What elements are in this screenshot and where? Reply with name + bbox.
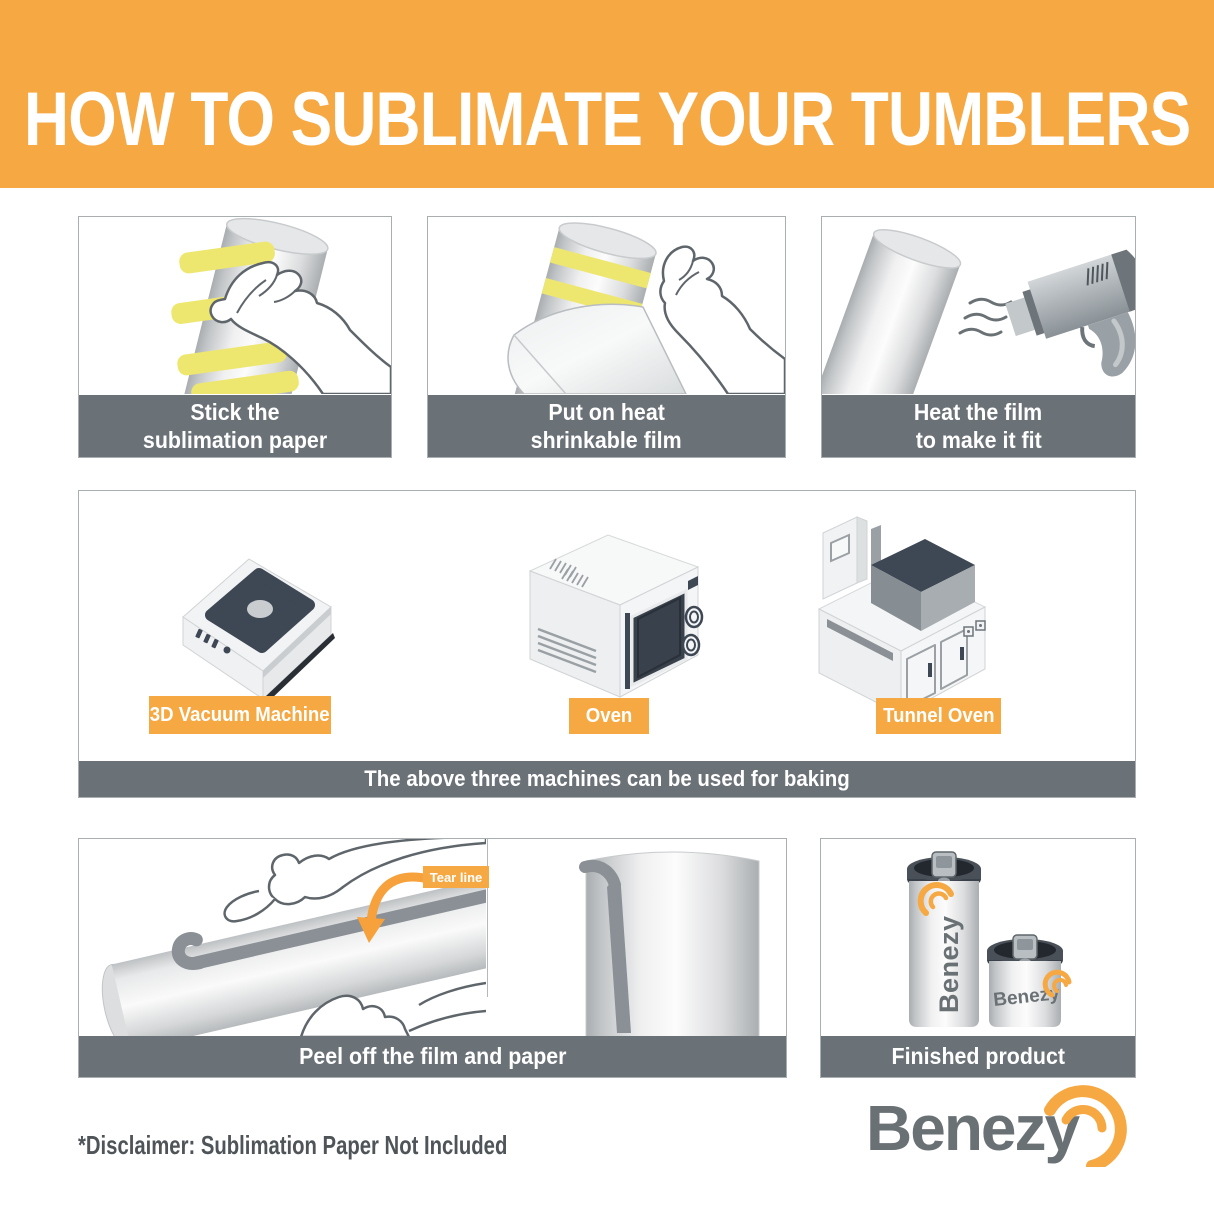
tumbler-cylinder xyxy=(822,229,962,394)
header-banner: HOW TO SUBLIMATE YOUR TUMBLERS xyxy=(0,0,1214,188)
shrink-film-sheet xyxy=(507,303,687,394)
vacuum-machine-illustration xyxy=(182,558,335,697)
peel-panel: Tear line Peel off the film and paper xyxy=(78,838,787,1078)
tall-tumbler-brand-text: Benezy xyxy=(934,915,964,1013)
tunnel-oven-control-pads xyxy=(963,620,986,637)
finished-product-panel: Benezy Benezy xyxy=(820,838,1136,1078)
finished-caption-text: Finished product xyxy=(891,1043,1065,1069)
step-card-shrink-film: Put on heat shrinkable film xyxy=(427,216,786,458)
machines-caption: The above three machines can be used for… xyxy=(79,761,1135,797)
tumbler-with-shrink-film-illustration xyxy=(500,222,785,394)
heat-gun xyxy=(1005,249,1135,377)
heat-waves-icon xyxy=(958,297,1013,337)
tall-tumbler: Benezy xyxy=(907,851,981,1027)
tear-line-arrow xyxy=(357,872,434,943)
tear-line-label-text: Tear line xyxy=(429,869,483,885)
tear-line-strip xyxy=(607,879,631,1033)
tunnel-oven-doors xyxy=(906,628,968,708)
machine-label-vacuum-text: 3D Vacuum Machine xyxy=(150,703,330,726)
top-hand-line-art xyxy=(223,839,486,923)
step2-caption-line2: shrinkable film xyxy=(531,427,682,453)
tear-strip-curl xyxy=(171,932,207,970)
finished-caption: Finished product xyxy=(821,1036,1135,1077)
machine-label-tunnel-oven: Tunnel Oven xyxy=(876,698,1001,734)
peel-caption-text: Peel off the film and paper xyxy=(298,1043,567,1069)
short-tumbler: Benezy xyxy=(987,934,1072,1027)
hand-line-art xyxy=(209,261,391,394)
tear-strip-hook xyxy=(579,860,621,891)
brand-swirl-icon xyxy=(917,882,954,916)
step1-caption-line1: Stick the xyxy=(190,399,280,425)
step1-illustration xyxy=(79,217,391,395)
peel-illustrations: Tear line xyxy=(79,839,786,1036)
oven-vents-side xyxy=(537,627,597,674)
tunnel-oven-cube xyxy=(871,539,975,631)
logo-inner-arc-icon xyxy=(1061,1104,1107,1133)
oven-vents-top xyxy=(549,558,589,588)
oven-illustration xyxy=(528,534,704,698)
peel-film-illustration xyxy=(101,839,486,1036)
finished-product-illustration: Benezy Benezy xyxy=(821,839,1135,1036)
machines-illustrations: 3D Vacuum Machine Oven Tunnel Oven xyxy=(79,491,1135,761)
tunnel-oven-illustration xyxy=(817,516,987,716)
step3-illustration xyxy=(822,217,1135,395)
brand-swirl-icon xyxy=(1042,969,1072,998)
peel-caption: Peel off the film and paper xyxy=(79,1036,786,1077)
step-card-stick-paper: Stick the sublimation paper xyxy=(78,216,392,458)
step2-illustration xyxy=(428,217,785,395)
machine-label-oven: Oven xyxy=(569,698,649,734)
bottom-hand-line-art xyxy=(300,981,486,1036)
page-title: HOW TO SUBLIMATE YOUR TUMBLERS xyxy=(23,77,1191,162)
hand-line-art xyxy=(659,245,785,394)
step2-caption: Put on heat shrinkable film xyxy=(428,395,785,457)
step2-caption-line1: Put on heat xyxy=(548,399,665,425)
machine-label-oven-text: Oven xyxy=(585,704,633,727)
peeled-tumbler-illustration xyxy=(579,851,760,1036)
logo-outer-arc-icon xyxy=(1044,1085,1127,1167)
machine-label-tunnel-oven-text: Tunnel Oven xyxy=(882,704,995,727)
machines-panel: 3D Vacuum Machine Oven Tunnel Oven The a… xyxy=(78,490,1136,798)
step1-caption: Stick the sublimation paper xyxy=(79,395,391,457)
tumbler-with-sublimation-paper-illustration xyxy=(171,217,391,394)
step3-caption: Heat the film to make it fit xyxy=(822,395,1135,457)
oven-knobs xyxy=(681,605,704,657)
machine-label-vacuum: 3D Vacuum Machine xyxy=(149,696,331,734)
brand-logo: Benezy xyxy=(866,1082,1146,1167)
tear-line-label: Tear line xyxy=(423,866,489,888)
step3-caption-line2: to make it fit xyxy=(915,427,1042,453)
benezy-logo: Benezy xyxy=(866,1085,1127,1167)
step-card-heat-film: Heat the film to make it fit xyxy=(821,216,1136,458)
tear-line-strip xyxy=(194,884,486,970)
heat-gun-heating-tumbler-illustration xyxy=(822,229,1135,394)
tumbler-cylinder-horizontal xyxy=(101,874,486,1036)
step1-caption-line2: sublimation paper xyxy=(142,427,328,453)
disclaimer-text: *Disclaimer: Sublimation Paper Not Inclu… xyxy=(78,1130,508,1160)
machines-caption-text: The above three machines can be used for… xyxy=(364,766,850,791)
brand-logo-text: Benezy xyxy=(866,1092,1081,1164)
step3-caption-line1: Heat the film xyxy=(914,399,1043,425)
finished-tumblers-illustration: Benezy Benezy xyxy=(907,851,1072,1027)
panel-divider-line xyxy=(487,839,488,997)
vacuum-controls xyxy=(195,628,231,654)
